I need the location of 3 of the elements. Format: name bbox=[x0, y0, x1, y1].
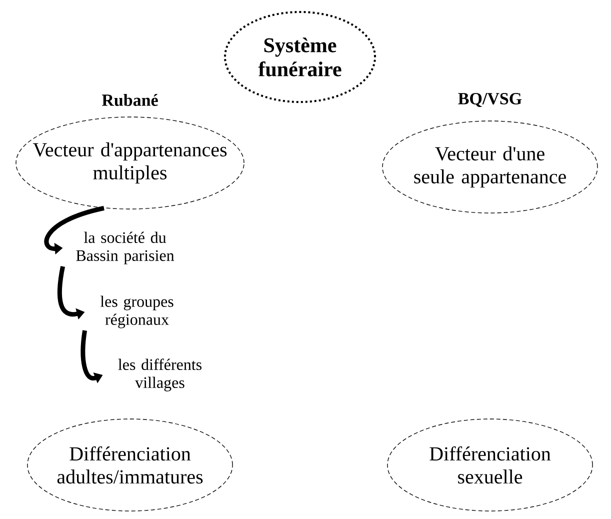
list-item: les groupes régionaux bbox=[100, 296, 174, 328]
list-item: les différents villages bbox=[118, 358, 202, 392]
list-item: la société du Bassin parisien bbox=[76, 232, 174, 264]
